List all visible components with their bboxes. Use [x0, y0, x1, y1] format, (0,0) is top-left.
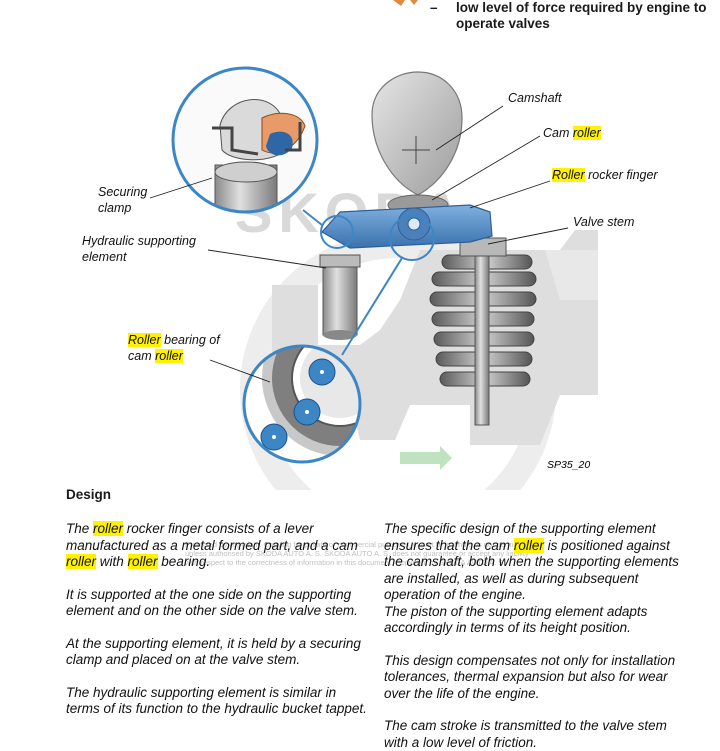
right-paragraph-3: The cam stroke is transmitted to the val…	[384, 718, 667, 750]
left-paragraph-2: It is supported at the one side on the s…	[66, 586, 358, 619]
right-paragraph-1b: The piston of the supporting element ada…	[384, 603, 648, 636]
right-paragraph-1: The specific design of the supporting el…	[384, 521, 679, 602]
label-camshaft: Camshaft	[508, 91, 562, 105]
watermark-line: with respect to the correctness of infor…	[185, 558, 506, 567]
roller-bearing-detail	[242, 344, 362, 464]
section-heading: Design	[66, 487, 112, 502]
left-paragraph-1: The roller rocker finger consists of a l…	[66, 521, 358, 569]
watermark-line: unless authorised by ŠKODA AUTO A. S. ŠK…	[185, 549, 529, 558]
label-hydraulic-supporting-element: Hydraulic supporting element	[82, 234, 196, 264]
figure-id: SP35_20	[547, 459, 590, 471]
watermark-line: Protected by copyright. Copying for priv…	[185, 540, 528, 549]
securing-clamp-detail	[171, 66, 319, 214]
label-securing-clamp: Securing clamp	[98, 185, 148, 215]
valve-spring	[429, 254, 537, 387]
bullet-text: low level of force required by engine to…	[456, 0, 707, 31]
arrow-icon	[400, 446, 452, 470]
left-paragraph-3: At the supporting element, it is held by…	[66, 635, 361, 668]
left-paragraph-4: The hydraulic supporting element is simi…	[66, 684, 367, 717]
left-column: The roller rocker finger consists of a l…	[66, 521, 368, 718]
hydraulic-supporting-element	[319, 254, 361, 340]
camshaft	[371, 71, 463, 196]
top-cut-icon	[393, 0, 418, 6]
right-paragraph-2: This design compensates not only for ins…	[384, 652, 676, 701]
label-roller-rocker-finger: Roller rocker finger	[552, 168, 658, 182]
roller-rocker-finger	[321, 204, 493, 249]
label-cam-roller: Cam roller	[543, 126, 601, 140]
label-valve-stem: Valve stem	[573, 215, 635, 229]
bullet-dash: –	[430, 0, 438, 15]
leader-lines	[149, 105, 569, 383]
valve-train-illustration: SKODA	[149, 0, 598, 490]
copyright-watermark: Protected by copyright. Copying for priv…	[185, 540, 529, 567]
right-column: The specific design of the supporting el…	[384, 521, 690, 751]
